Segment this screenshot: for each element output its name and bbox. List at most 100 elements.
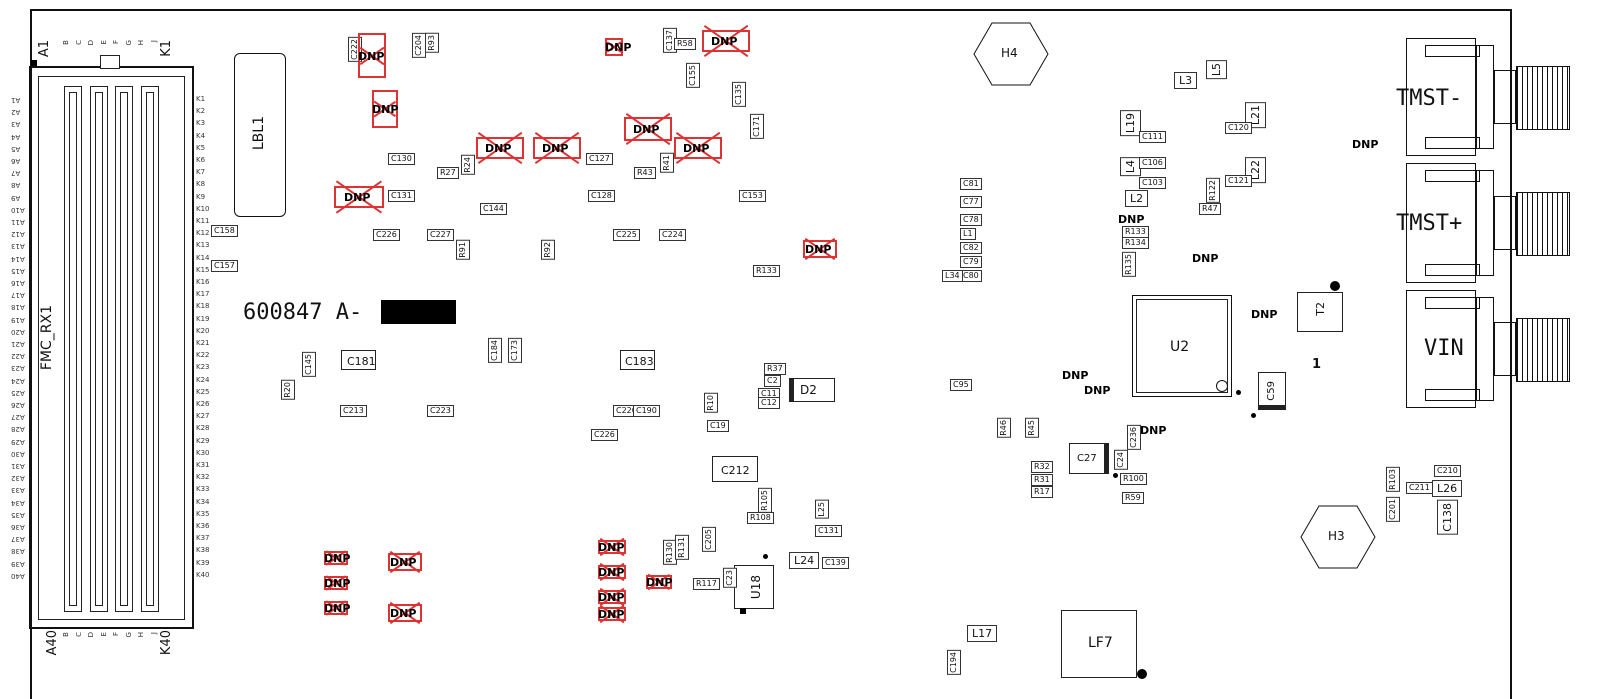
dnp-label: DNP [633, 123, 660, 136]
fmc-left-pin-label: A5 [11, 144, 21, 153]
fmc-right-pin-label: K10 [196, 204, 210, 213]
fmc-right-pin-label: K19 [196, 314, 210, 323]
component-c12: C12 [758, 397, 780, 409]
component-r134: R134 [1122, 237, 1149, 249]
component-r105: R105 [758, 488, 772, 513]
component-r133: R133 [753, 265, 780, 277]
fmc-column-letter: G [124, 632, 133, 638]
fmc-left-pin-label: A31 [11, 462, 25, 470]
fmc-left-pin-label: A15 [11, 266, 25, 275]
label-block: LBL1 [234, 53, 286, 217]
dnp-label: DNP [1062, 369, 1089, 382]
component-r93: R93 [425, 33, 439, 53]
fmc-right-pin-label: K39 [196, 558, 210, 567]
fmc-right-pin-label: K15 [196, 265, 210, 274]
dnp-label: DNP [605, 41, 632, 54]
component-c106: C106 [1139, 157, 1166, 169]
component-r91: R91 [456, 240, 470, 260]
dnp-label: DNP [598, 541, 625, 554]
dnp-label: DNP [485, 142, 512, 155]
dnp-label: DNP [598, 566, 625, 579]
fmc-left-pin-label: A8 [11, 181, 21, 190]
fmc-column-letter: J [149, 632, 158, 635]
fmc-left-pin-label: A7 [11, 169, 21, 178]
fmc-left-pin-label: A27 [11, 413, 25, 422]
component-r45: R45 [1025, 418, 1039, 438]
fmc-right-pin-label: K32 [196, 473, 210, 482]
dnp-cross-mark [803, 240, 837, 258]
fmc-right-pin-label: K24 [196, 375, 210, 384]
component-c226b: C226 [591, 429, 618, 441]
fmc-right-pin-label: K9 [196, 192, 206, 201]
fmc-left-pin-label: A4 [11, 132, 21, 141]
fmc-k1-label: K1 [159, 40, 174, 57]
fmc-left-pin-label: A22 [11, 352, 25, 361]
dnp-cross-mark [372, 90, 398, 128]
component-r117: R117 [693, 578, 720, 590]
dnp-label: DNP [1140, 424, 1167, 437]
component-c120: C120 [1225, 122, 1252, 134]
fmc-left-pin-label: A29 [11, 437, 25, 446]
fmc-column-letter: C [74, 40, 83, 45]
fmc-column-letter: H [137, 40, 145, 46]
fmc-column-letter: B [62, 40, 70, 45]
dnp-label: DNP [1118, 213, 1145, 226]
component-c138: C138 [1437, 500, 1458, 535]
dnp-cross-mark [388, 553, 422, 571]
component-c121: C121 [1225, 175, 1252, 187]
component-l34: L34 [942, 270, 963, 282]
fmc-left-pin-label: A9 [11, 193, 21, 202]
dnp-cross-mark [598, 607, 626, 621]
fmc-right-pin-label: K26 [196, 400, 210, 408]
fmc-left-pin-label: A28 [11, 425, 25, 434]
component-r43: R43 [634, 167, 656, 179]
dnp-label: DNP [646, 576, 673, 589]
fmc-left-pin-label: A6 [11, 157, 21, 165]
dnp-label: DNP [598, 591, 625, 604]
dnp-cross-mark [388, 604, 422, 622]
fmc-left-pin-label: A14 [11, 254, 25, 263]
fmc-column-letter: E [99, 40, 108, 45]
fmc-right-pin-label: K14 [196, 253, 210, 262]
component-r58: R58 [674, 38, 696, 50]
cap-c212: C212 [712, 456, 758, 482]
dnp-cross-mark [646, 575, 672, 589]
component-c224: C224 [659, 229, 686, 241]
cap-c27: C27 [1069, 443, 1109, 474]
fmc-column-letter: G [124, 40, 133, 46]
component-l17: L17 [967, 625, 998, 642]
fmc-left-pin-label: A33 [11, 486, 25, 495]
component-r32: R32 [1031, 461, 1053, 473]
fiducial-dot [1236, 390, 1241, 395]
dnp-label: DNP [344, 191, 371, 204]
dnp-cross-mark [598, 540, 626, 554]
component-c155: C155 [686, 63, 700, 88]
component-r46: R46 [997, 418, 1011, 438]
dnp-cross-mark [324, 601, 348, 615]
fmc-right-pin-label: K7 [196, 168, 206, 177]
fmc-right-pin-label: K20 [196, 326, 210, 335]
component-c139: C139 [822, 557, 849, 569]
component-c194: C194 [947, 650, 961, 675]
fmc-left-pin-label: A17 [11, 291, 25, 300]
fmc-right-pin-label: K1 [196, 95, 206, 103]
dnp-cross-mark [598, 565, 626, 579]
dnp-cross-mark [674, 137, 722, 159]
dnp-label: DNP [1084, 384, 1111, 397]
dnp-label: DNP [1192, 252, 1219, 265]
mounting-hole-h3: H3 [1300, 505, 1376, 569]
fiducial-dot [1251, 413, 1256, 418]
fmc-left-pin-label: A11 [11, 218, 25, 226]
fmc-right-pin-label: K25 [196, 387, 210, 396]
dnp-label: DNP [683, 142, 710, 155]
fmc-right-pin-label: K35 [196, 509, 210, 518]
component-l5: L5 [1206, 60, 1227, 80]
mounting-hole-h4: H4 [973, 22, 1049, 86]
component-r100: R100 [1120, 473, 1147, 485]
dnp-cross-mark [533, 137, 581, 159]
component-l1: L1 [960, 228, 976, 240]
component-r47: R47 [1199, 203, 1221, 215]
fmc-right-pin-label: K28 [196, 424, 210, 433]
dnp-label: DNP [372, 103, 399, 116]
component-c130: C130 [388, 153, 415, 165]
